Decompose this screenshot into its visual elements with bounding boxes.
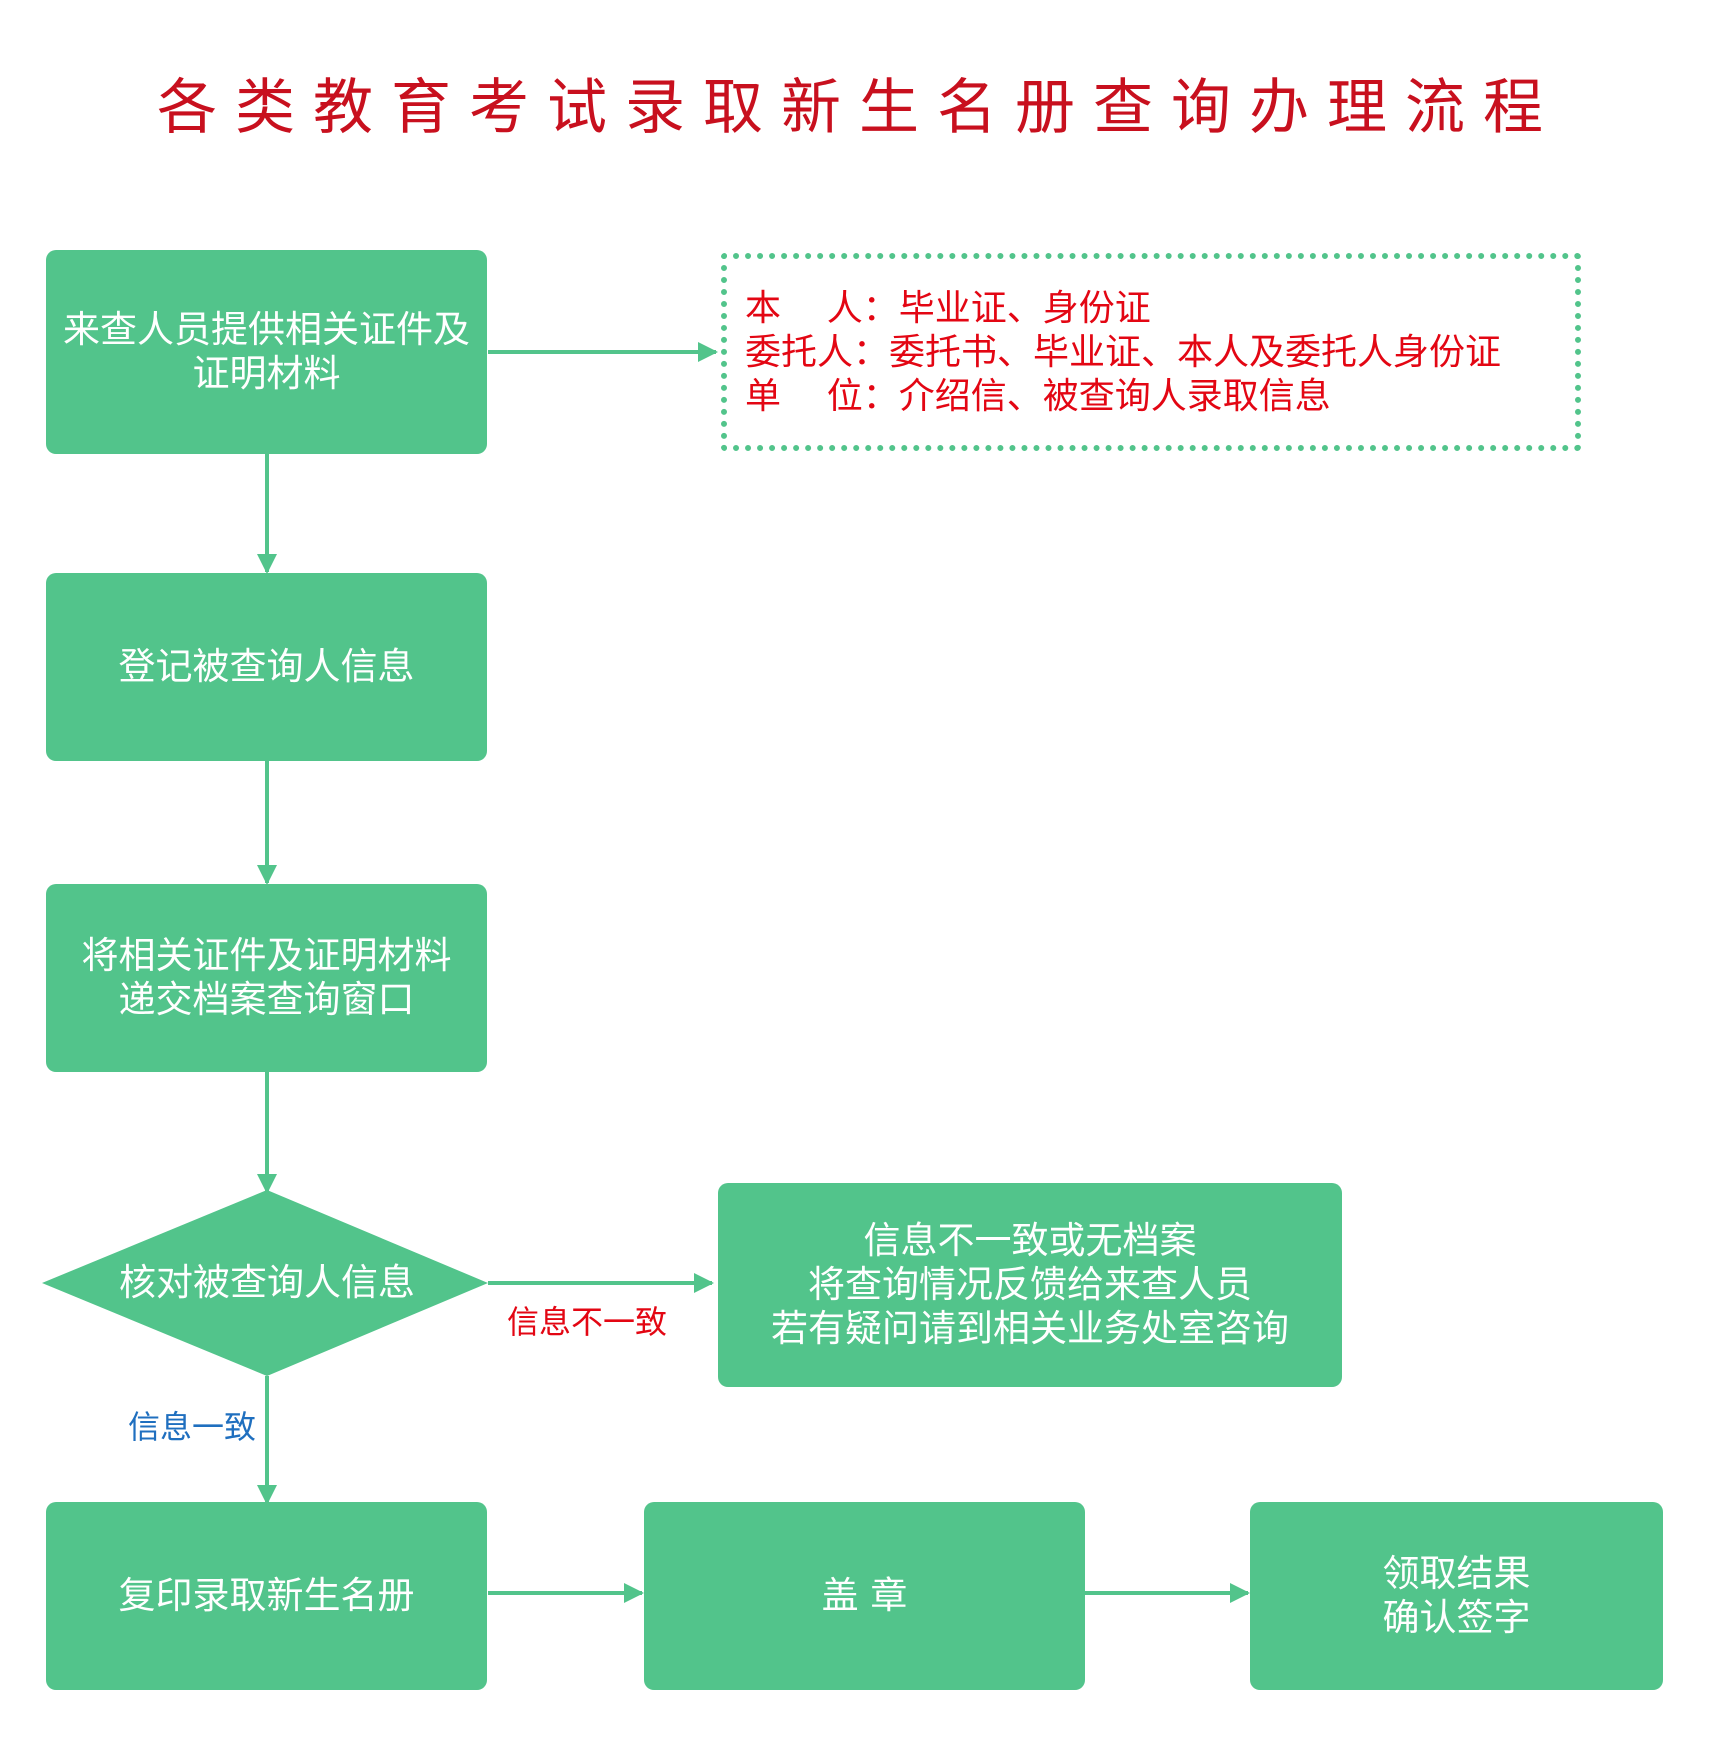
step-submit-line-2: 递交档案查询窗口 xyxy=(118,978,415,1021)
verify-diamond xyxy=(42,1190,488,1376)
step-collect-line-1: 领取结果 xyxy=(1382,1552,1531,1595)
mismatch-line-1: 信息不一致或无档案 xyxy=(863,1219,1197,1262)
edge-label-match: 信息一致 xyxy=(128,1408,257,1446)
required-documents-box xyxy=(721,253,1581,451)
page-title: 各类教育考试录取新生名册查询办理流程 xyxy=(157,73,1561,143)
step-stamp-line-1: 盖 章 xyxy=(821,1574,908,1617)
decision-verify-label: 核对被查询人信息 xyxy=(119,1261,415,1304)
step-collect-line-2: 确认签字 xyxy=(1382,1596,1531,1639)
step-submit-line-1: 将相关证件及证明材料 xyxy=(81,934,452,977)
step-register-info-line-1: 登记被查询人信息 xyxy=(118,645,415,688)
step-stamp: 盖 章 xyxy=(644,1502,1085,1690)
step-copy-roster: 复印录取新生名册 xyxy=(46,1502,487,1690)
step-register-info: 登记被查询人信息 xyxy=(46,573,487,761)
required-docs-organization: 单 位：介绍信、被查询人录取信息 xyxy=(745,376,1331,417)
step-mismatch-feedback: 信息不一致或无档案 将查询情况反馈给来查人员 若有疑问请到相关业务处室咨询 xyxy=(718,1183,1342,1387)
step-provide-documents-line-1: 来查人员提供相关证件及 xyxy=(63,308,470,351)
required-docs-proxy: 委托人：委托书、毕业证、本人及委托人身份证 xyxy=(745,332,1502,373)
step-provide-documents: 来查人员提供相关证件及 证明材料 xyxy=(46,250,487,454)
mismatch-line-2: 将查询情况反馈给来查人员 xyxy=(808,1263,1252,1306)
step-provide-documents-line-2: 证明材料 xyxy=(192,352,341,395)
step-copy-roster-line-1: 复印录取新生名册 xyxy=(118,1574,415,1617)
step-submit-to-window: 将相关证件及证明材料 递交档案查询窗口 xyxy=(46,884,487,1072)
mismatch-line-3: 若有疑问请到相关业务处室咨询 xyxy=(771,1307,1289,1350)
step-collect-sign: 领取结果 确认签字 xyxy=(1250,1502,1663,1690)
required-docs-self: 本 人：毕业证、身份证 xyxy=(745,288,1151,329)
edge-label-mismatch: 信息不一致 xyxy=(507,1303,668,1341)
